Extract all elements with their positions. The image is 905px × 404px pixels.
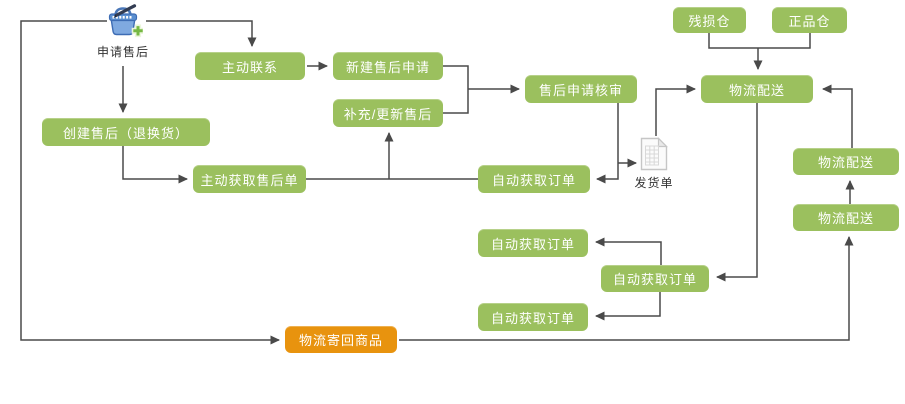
node-fetch-aftersales-order: 主动获取售后单 (193, 165, 306, 193)
shipping-doc-label: 发货单 (634, 176, 674, 190)
node-logistics-delivery-2: 物流配送 (793, 148, 899, 175)
edge-return-goods-to-delivery3 (399, 236, 854, 341)
node-update-aftersales: 补充/更新售后 (333, 99, 443, 127)
node-create-aftersales: 创建售后（退换货） (42, 118, 210, 146)
node-damaged-warehouse: 残损仓 (673, 7, 746, 33)
node-logistics-return-goods: 物流寄回商品 (285, 326, 397, 353)
node-genuine-warehouse: 正品仓 (772, 7, 847, 33)
apply-aftersales-basket-label: 申请售后 (96, 45, 149, 59)
basket-icon (108, 4, 145, 38)
edge-review-down-to-auto-order (596, 103, 619, 184)
node-aftersales-review: 售后申请核审 (525, 75, 637, 103)
edge-shipping-doc-to-delivery (655, 84, 696, 136)
node-auto-get-order-1: 自动获取订单 (478, 165, 590, 193)
node-proactive-contact: 主动联系 (195, 52, 305, 80)
node-new-aftersales-request: 新建售后申请 (333, 52, 443, 80)
node-logistics-delivery-1: 物流配送 (701, 75, 813, 103)
edge-basket-to-contact (146, 20, 257, 47)
node-auto-get-order-4: 自动获取订单 (478, 303, 588, 331)
edge-auto-mid-to-auto-bottom (595, 292, 661, 321)
edge-warehouses-merge (708, 33, 811, 49)
node-auto-get-order-2: 自动获取订单 (478, 229, 588, 257)
edge-delivery2-up-to-delivery1 (822, 84, 853, 148)
shipping-doc-group: 发货单 (628, 137, 680, 191)
edge-merge-new-and-update (443, 65, 469, 114)
node-logistics-delivery-3: 物流配送 (793, 204, 899, 231)
node-auto-get-order-3: 自动获取订单 (601, 265, 709, 292)
invoice-icon (640, 137, 668, 171)
edge-delivery1-down-to-auto-mid (716, 103, 758, 282)
edge-basket-loop-to-return-shipping (20, 20, 280, 345)
apply-aftersales-basket-group: 申请售后 (86, 4, 160, 60)
apply-aftersales-basket-icon-wrap (103, 4, 145, 40)
edge-auto-mid-to-auto-top (595, 237, 662, 265)
edge-create-to-fetch-aftersales (122, 146, 188, 184)
shipping-doc-icon-wrap (640, 137, 668, 171)
